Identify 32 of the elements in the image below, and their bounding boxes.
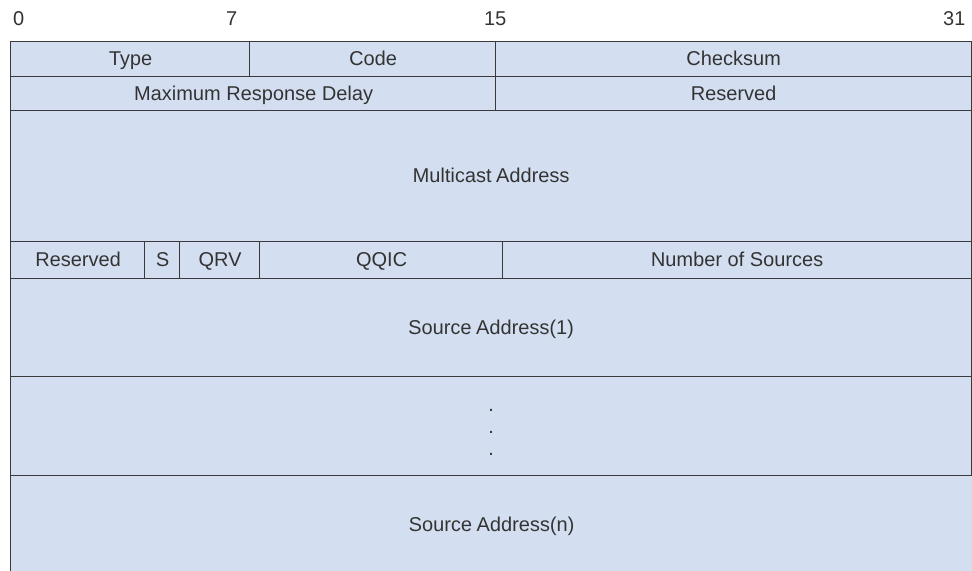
field-cell bbox=[179, 241, 261, 280]
field-cell bbox=[259, 241, 504, 280]
field-cell bbox=[144, 241, 181, 280]
field-cell bbox=[10, 110, 972, 243]
field-cell bbox=[10, 76, 497, 112]
field-cell bbox=[10, 376, 972, 477]
field-name: Multicast Address bbox=[412, 165, 570, 188]
field-cell bbox=[502, 241, 972, 280]
field-name: Checksum bbox=[686, 48, 781, 71]
bit-number: 31 bbox=[943, 8, 966, 31]
field-name: QQIC bbox=[356, 249, 408, 272]
field-name: Source Address(n) bbox=[408, 514, 574, 537]
bit-number: 0 bbox=[13, 8, 24, 31]
bit-number: 7 bbox=[226, 8, 238, 31]
field-name: Maximum Response Delay bbox=[134, 82, 373, 106]
field-name: QRV bbox=[198, 249, 242, 272]
field-name: Code bbox=[349, 48, 397, 71]
field-name: Source Address(1) bbox=[408, 316, 574, 340]
field-cell bbox=[10, 41, 251, 78]
field-name: Reserved bbox=[690, 82, 776, 106]
field-name: S bbox=[156, 249, 170, 272]
field-name: Number of Sources bbox=[650, 249, 824, 272]
field-name: Reserved bbox=[35, 249, 121, 272]
field-cell bbox=[10, 475, 972, 571]
field-name: Type bbox=[108, 48, 152, 71]
field-cell bbox=[495, 76, 972, 112]
bit-number: 15 bbox=[484, 8, 506, 31]
field-cell bbox=[10, 278, 972, 378]
ellipsis: . . . bbox=[487, 394, 495, 460]
field-cell bbox=[249, 41, 497, 78]
field-cell bbox=[10, 241, 146, 280]
field-cell bbox=[495, 41, 972, 78]
